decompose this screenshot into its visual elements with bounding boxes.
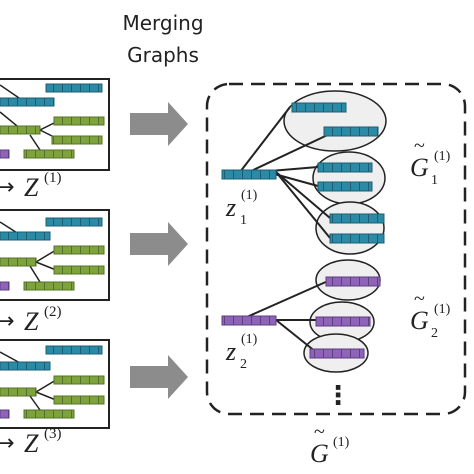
svg-text:→: → (0, 431, 14, 456)
svg-text:2: 2 (240, 357, 247, 372)
input-graph-3 (0, 339, 110, 429)
svg-text:(3): (3) (44, 426, 62, 442)
subgraph-label-1: ~ G 1 (1) (410, 135, 451, 188)
input-graph-1-label: → Z (1) (0, 170, 62, 202)
svg-text:(1): (1) (241, 188, 258, 203)
svg-text:(1): (1) (333, 435, 350, 450)
svg-text:G: G (410, 306, 429, 335)
node-purple-1 (325, 276, 381, 287)
svg-text:→: → (0, 175, 14, 200)
node-teal-1 (291, 102, 347, 113)
svg-text:Z: Z (24, 173, 39, 202)
subgraph-label-2: ~ G 2 (1) (410, 288, 451, 341)
svg-text:z: z (225, 193, 236, 222)
node-purple-3 (309, 348, 365, 359)
node-teal-3 (317, 162, 373, 173)
input-graph-2 (0, 209, 110, 301)
svg-text:G: G (410, 153, 429, 182)
z1-label: z 1 (1) (225, 188, 258, 228)
node-teal-2 (323, 126, 379, 137)
svg-text:(1): (1) (434, 302, 451, 317)
more-nodes-ellipsis: ⋮ (325, 381, 351, 411)
group-ellipse-3 (315, 201, 385, 255)
z2-label: z 2 (1) (225, 332, 258, 372)
node-teal-6 (329, 233, 385, 244)
node-z2 (221, 315, 277, 326)
merge-arrow-1 (130, 102, 188, 146)
svg-text:z: z (225, 337, 236, 366)
title-line-1: Merging (122, 11, 203, 35)
input-graph-1 (0, 78, 110, 171)
svg-text:1: 1 (431, 173, 438, 188)
merge-arrow-2 (130, 222, 188, 266)
svg-text:Z: Z (24, 429, 39, 458)
svg-text:G: G (310, 439, 329, 468)
svg-text:(1): (1) (44, 170, 62, 186)
node-z1 (221, 169, 277, 180)
title-line-2: Graphs (127, 43, 199, 67)
input-graph-3-label: → Z (3) (0, 426, 62, 458)
group-ellipse-1 (283, 90, 387, 152)
node-teal-4 (317, 181, 373, 192)
merged-graph-label: ~ G (1) (310, 421, 350, 468)
merge-arrow-3 (130, 355, 188, 399)
svg-text:2: 2 (431, 326, 438, 341)
svg-text:→: → (0, 309, 14, 334)
svg-text:(2): (2) (44, 304, 62, 320)
node-purple-2 (315, 316, 371, 327)
input-graph-2-label: → Z (2) (0, 304, 62, 336)
svg-text:Z: Z (24, 307, 39, 336)
svg-text:(1): (1) (434, 149, 451, 164)
svg-text:~: ~ (314, 421, 325, 443)
svg-text:~: ~ (414, 288, 425, 310)
svg-text:(1): (1) (241, 332, 258, 347)
svg-text:~: ~ (414, 135, 425, 157)
node-teal-5 (329, 213, 385, 224)
svg-text:1: 1 (240, 213, 247, 228)
group-ellipse-2 (312, 151, 386, 205)
